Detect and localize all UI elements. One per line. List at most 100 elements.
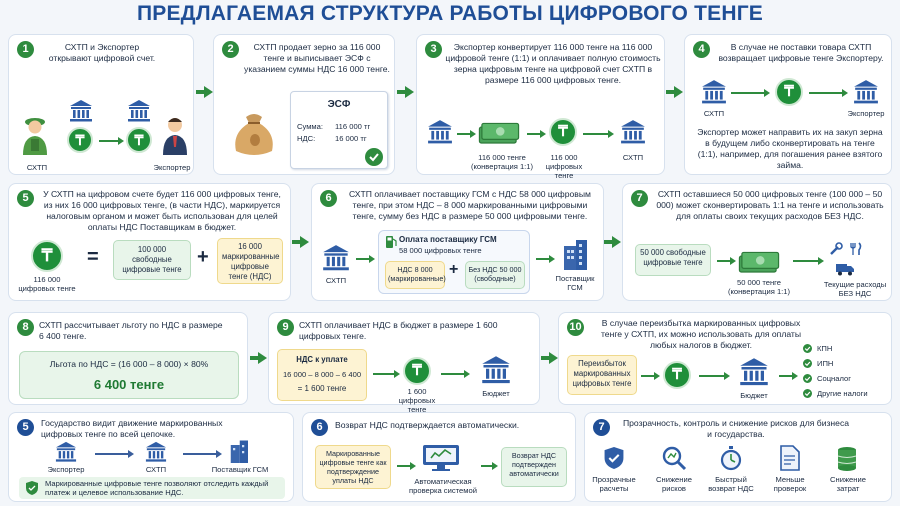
budget-label: Бюджет bbox=[740, 391, 768, 400]
flow-arrow bbox=[397, 462, 416, 470]
free-digital-tenge-box: 50 000 свободные цифровые тенге bbox=[635, 244, 711, 276]
flow-arrow bbox=[717, 257, 736, 265]
party-label: Экспортер bbox=[847, 109, 885, 118]
step-text: Государство видит движение маркированных… bbox=[41, 418, 223, 439]
step-number: 6 bbox=[320, 190, 337, 207]
magnifier-chart-icon bbox=[662, 446, 687, 471]
free-digital-tenge-box: 100 000 свободные цифровые тенге bbox=[113, 240, 191, 280]
vat-payable-title: НДС к уплате bbox=[296, 355, 348, 364]
step-number: 2 bbox=[222, 41, 239, 58]
invoice-vat-value: 16 000 тг bbox=[335, 134, 367, 143]
step-arrow bbox=[292, 236, 309, 248]
invoice-title: ЭСФ bbox=[327, 99, 351, 110]
flow-arrow bbox=[809, 89, 848, 97]
step-number: 8 bbox=[17, 319, 34, 336]
plus-sign: + bbox=[449, 261, 459, 278]
cash-stack-icon bbox=[478, 122, 520, 144]
chain-label: Поставщик ГСМ bbox=[211, 465, 269, 474]
tax-list: КПН ИПН Соцналог Другие налоги bbox=[803, 343, 887, 401]
step-number: 7 bbox=[593, 419, 610, 436]
bank-icon bbox=[70, 100, 92, 122]
flow-arrow bbox=[699, 372, 730, 380]
digital-tenge-coin: ₸ bbox=[775, 78, 803, 106]
plus-sign: + bbox=[197, 246, 209, 268]
step-2-card: 2 СХТП продает зерно за 116 000 тенге и … bbox=[213, 34, 395, 175]
invoice-sum-value: 116 000 тг bbox=[335, 122, 371, 131]
flow-arrow bbox=[793, 257, 824, 265]
payment-title: Оплата поставщику ГСМ bbox=[399, 235, 497, 244]
expenses-label: Текущие расходы БЕЗ НДС bbox=[823, 280, 887, 298]
surplus-box: Переизбыток маркированных цифровых тенге bbox=[567, 355, 637, 395]
payment-amount: 58 000 цифровых тенге bbox=[399, 246, 482, 255]
step-9-card: 9 СХТП оплачивает НДС в бюджет в размере… bbox=[268, 312, 540, 414]
step-number: 5 bbox=[17, 190, 34, 207]
step-number: 6 bbox=[311, 419, 328, 436]
step-10-card: 10 В случае переизбытка маркированных ци… bbox=[558, 312, 892, 405]
step-number: 7 bbox=[631, 190, 648, 207]
flow-arrow bbox=[641, 372, 660, 380]
coin-label: 116 000 цифровых тенге bbox=[18, 275, 76, 293]
step-arrow bbox=[250, 352, 267, 364]
digital-tenge-coin: ₸ bbox=[67, 127, 93, 153]
coin-label: 116 000 цифровых тенге bbox=[545, 153, 583, 180]
budget-label: Бюджет bbox=[482, 389, 510, 398]
step-text: СХТП оставшиеся 50 000 цифровых тенге (1… bbox=[656, 189, 884, 221]
benefit-label: Меньше проверок bbox=[773, 475, 807, 493]
vat-part-box: НДС 8 000 (маркированные) bbox=[385, 261, 446, 289]
tax-item: Другие налоги bbox=[803, 388, 887, 400]
digital-tenge-coin: ₸ bbox=[663, 361, 691, 389]
step-8-card: 8 СХТП рассчитывает льготу по НДС в разм… bbox=[8, 312, 248, 405]
bank-icon bbox=[702, 80, 726, 104]
bank-icon bbox=[428, 120, 452, 144]
tools-icon bbox=[830, 242, 843, 255]
step-4-card: 4 В случае не поставки товара СХТП возвр… bbox=[684, 34, 892, 175]
step-3-card: 3 Экспортер конвертирует 116 000 тенге н… bbox=[416, 34, 665, 180]
step-text: В случае не поставки товара СХТП возвращ… bbox=[718, 42, 884, 63]
farmer-icon bbox=[23, 118, 47, 155]
cash-stack-icon bbox=[738, 251, 780, 273]
dest-label: СХТП bbox=[622, 153, 644, 162]
tracking-note-text: Маркированные цифровые тенге позволяют о… bbox=[45, 479, 269, 497]
shield-icon bbox=[604, 447, 624, 469]
benefit-label: Быстрый возврат НДС bbox=[708, 475, 754, 493]
benefit-label: Снижение затрат bbox=[830, 475, 866, 493]
step-text: СХТП рассчитывает льготу по НДС в размер… bbox=[39, 320, 223, 341]
bottom-card-transparency: 7 Прозрачность, контроль и снижение риск… bbox=[584, 412, 892, 502]
tax-item-label: Другие налоги bbox=[817, 389, 868, 398]
step-arrow bbox=[604, 236, 621, 248]
page-title: ПРЕДЛАГАЕМАЯ СТРУКТУРА РАБОТЫ ЦИФРОВОГО … bbox=[136, 2, 764, 25]
flow-arrow bbox=[779, 372, 798, 380]
step-text: В случае переизбытка маркированных цифро… bbox=[600, 318, 802, 350]
flow-arrow bbox=[373, 370, 400, 378]
step-5-card: 5 У СХТП на цифровом счете будет 116 000… bbox=[8, 183, 291, 301]
chain-label: Экспортер bbox=[47, 465, 85, 474]
benefit-result: 6 400 тенге bbox=[93, 377, 165, 392]
tax-item: КПН bbox=[803, 343, 887, 355]
check-icon bbox=[803, 389, 812, 398]
tracking-note: Маркированные цифровые тенге позволяют о… bbox=[19, 477, 285, 499]
monitor-check-icon bbox=[423, 445, 459, 471]
step-text: СХТП оплачивает НДС в бюджет в размере 1… bbox=[299, 320, 498, 341]
flow-arrow bbox=[731, 89, 770, 97]
invoice-sum-label: Сумма: bbox=[297, 122, 323, 131]
digital-tenge-coin: ₸ bbox=[403, 357, 431, 385]
bank-icon bbox=[323, 245, 349, 271]
flow-arrow bbox=[99, 137, 124, 145]
check-icon bbox=[803, 344, 812, 353]
flow-arrow bbox=[183, 450, 222, 458]
flow-arrow bbox=[527, 130, 546, 138]
flow-arrow bbox=[95, 450, 134, 458]
digital-tenge-coin: ₸ bbox=[31, 240, 63, 272]
step-text: СХТП продает зерно за 116 000 тенге и вы… bbox=[244, 42, 390, 74]
party-label: СХТП bbox=[26, 163, 48, 172]
vat-payable-result: = 1 600 тенге bbox=[297, 384, 347, 393]
step-1-card: 1 СХТП и Экспортер открывают цифровой сч… bbox=[8, 34, 194, 175]
marked-digital-tenge-box: 16 000 маркированные цифровые тенге (НДС… bbox=[217, 238, 283, 284]
benefit-label: Снижение рисков bbox=[656, 475, 692, 493]
digital-tenge-coin: ₸ bbox=[126, 127, 152, 153]
vat-payable-calc: 16 000 – 8 000 – 6 400 bbox=[282, 370, 362, 379]
bottom-card-vat-refund: 6 Возврат НДС подтверждается автоматичес… bbox=[302, 412, 576, 502]
grain-sack-icon bbox=[235, 114, 273, 155]
marked-confirmation-box: Маркированные цифровые тенге как подтвер… bbox=[315, 445, 391, 489]
step-text: Экспортер конвертирует 116 000 тенге на … bbox=[445, 42, 661, 85]
